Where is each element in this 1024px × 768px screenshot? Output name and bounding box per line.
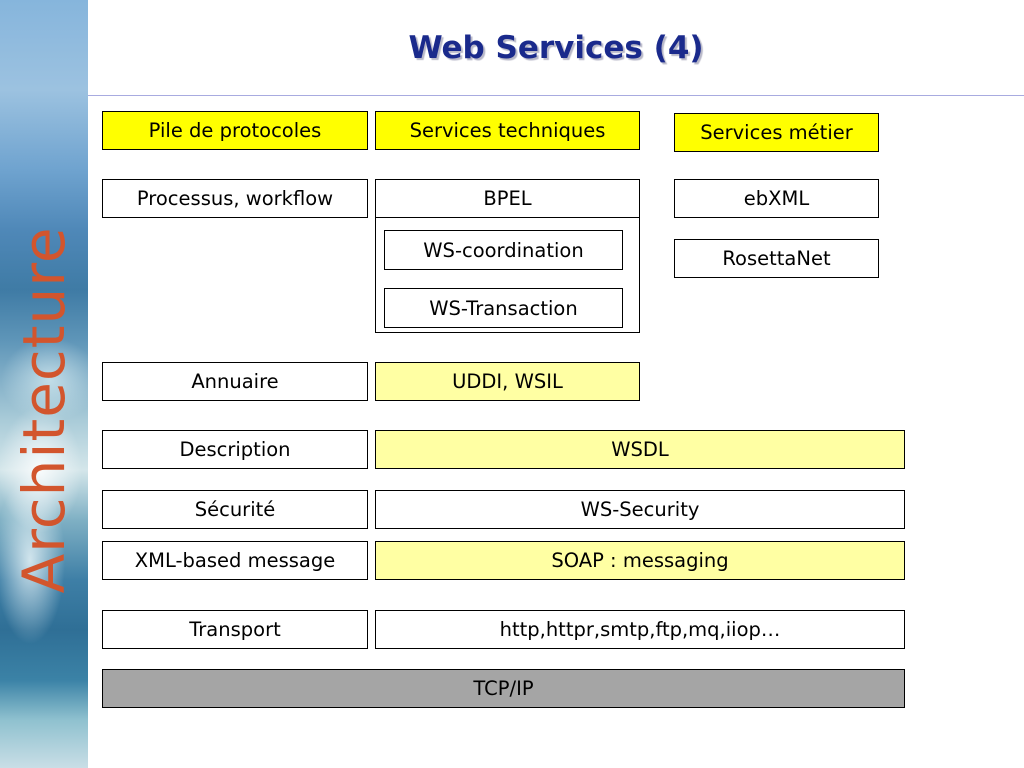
layer-directory: Annuaire [102, 362, 368, 401]
bpel-group: BPEL WS-coordination WS-Transaction [375, 179, 640, 333]
transport-protocols-box: http,httpr,smtp,ftp,mq,iiop… [375, 610, 905, 649]
layer-security: Sécurité [102, 490, 368, 529]
bpel-label: BPEL [483, 187, 532, 210]
rosettanet-box: RosettaNet [674, 239, 879, 278]
header-business-services: Services métier [674, 113, 879, 152]
layer-xml-message: XML-based message [102, 541, 368, 580]
header-technical-services: Services techniques [375, 111, 640, 150]
layer-transport: Transport [102, 610, 368, 649]
ws-security-box: WS-Security [375, 490, 905, 529]
uddi-wsil-box: UDDI, WSIL [375, 362, 640, 401]
architecture-side-label: Architecture [10, 226, 78, 594]
wsdl-box: WSDL [375, 430, 905, 469]
ebxml-box: ebXML [674, 179, 879, 218]
ws-transaction-box: WS-Transaction [384, 288, 623, 328]
header-protocol-stack: Pile de protocoles [102, 111, 368, 150]
slide-title: Web Services (4) [408, 30, 704, 66]
layer-process-workflow: Processus, workflow [102, 179, 368, 218]
ocean-side-strip: Architecture [0, 0, 88, 768]
ws-coordination-box: WS-coordination [384, 230, 623, 270]
title-divider [88, 95, 1024, 96]
layer-description: Description [102, 430, 368, 469]
bpel-divider [376, 217, 639, 218]
soap-messaging-box: SOAP : messaging [375, 541, 905, 580]
tcpip-base-box: TCP/IP [102, 669, 905, 708]
